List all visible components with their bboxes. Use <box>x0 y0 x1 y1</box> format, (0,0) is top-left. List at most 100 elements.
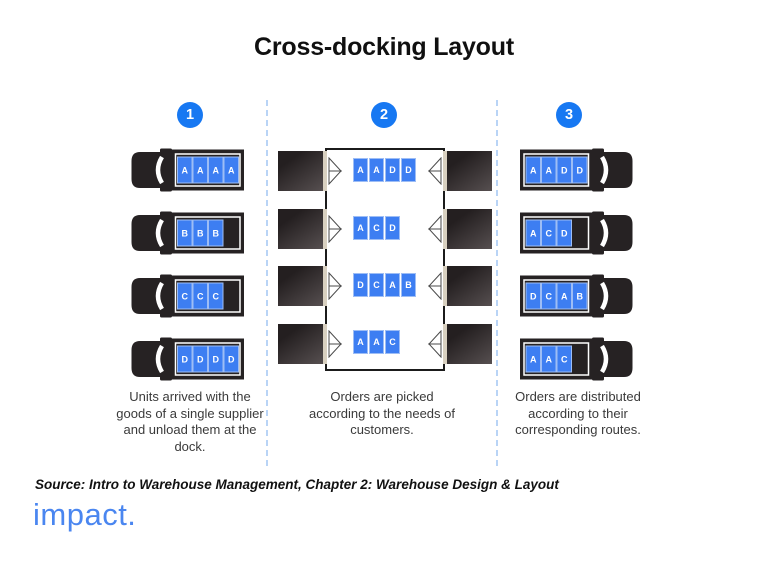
svg-text:D: D <box>228 354 235 364</box>
cargo-box: C <box>385 330 400 354</box>
dock-door-icon <box>427 156 442 186</box>
cargo-box: A <box>385 273 400 297</box>
docked-trailer <box>443 209 492 249</box>
step-2-badge: 2 <box>371 102 397 128</box>
docked-trailer <box>443 151 492 191</box>
svg-text:C: C <box>197 291 204 301</box>
dock-door <box>328 156 343 186</box>
svg-text:A: A <box>530 228 537 238</box>
svg-text:D: D <box>577 165 584 175</box>
docked-trailer <box>278 266 327 306</box>
cargo-box: A <box>353 158 368 182</box>
svg-text:A: A <box>213 165 220 175</box>
cargo-box: A <box>353 330 368 354</box>
svg-text:D: D <box>530 291 537 301</box>
cargo-box: C <box>369 273 384 297</box>
docked-trailer <box>278 151 327 191</box>
svg-text:C: C <box>546 228 553 238</box>
impact-logo: impact. <box>33 497 137 532</box>
dock-door <box>427 271 442 301</box>
dock-door-icon <box>328 329 343 359</box>
cargo-box: D <box>385 158 400 182</box>
svg-text:D: D <box>561 165 568 175</box>
svg-text:B: B <box>182 228 189 238</box>
page-title: Cross-docking Layout <box>254 33 514 61</box>
svg-text:A: A <box>546 165 553 175</box>
svg-text:A: A <box>530 165 537 175</box>
dock-door-icon <box>328 214 343 244</box>
svg-text:B: B <box>197 228 204 238</box>
dock-door-icon <box>427 329 442 359</box>
dock-door <box>328 329 343 359</box>
svg-text:C: C <box>182 291 189 301</box>
svg-text:D: D <box>197 354 204 364</box>
dock-door <box>328 271 343 301</box>
dock-door <box>427 156 442 186</box>
cargo-box: D <box>401 158 416 182</box>
dock-door <box>427 214 442 244</box>
svg-text:B: B <box>577 291 584 301</box>
svg-text:C: C <box>213 291 220 301</box>
cargo-box: C <box>369 216 384 240</box>
step-3-badge: 3 <box>556 102 582 128</box>
svg-text:D: D <box>213 354 220 364</box>
svg-text:D: D <box>182 354 189 364</box>
svg-text:C: C <box>546 291 553 301</box>
source-note: Source: Intro to Warehouse Management, C… <box>35 477 559 492</box>
step-1-description: Units arrived with the goods of a single… <box>116 389 264 454</box>
svg-text:A: A <box>546 354 553 364</box>
svg-text:A: A <box>197 165 204 175</box>
cargo-box: D <box>385 216 400 240</box>
docked-trailer <box>278 324 327 364</box>
svg-text:A: A <box>182 165 189 175</box>
column-divider-left <box>266 100 268 466</box>
svg-text:A: A <box>561 291 568 301</box>
cargo-box: A <box>369 330 384 354</box>
docked-trailer <box>443 266 492 306</box>
dock-door <box>427 329 442 359</box>
cargo-box: A <box>353 216 368 240</box>
step-1-badge: 1 <box>177 102 203 128</box>
cargo-box: B <box>401 273 416 297</box>
svg-text:B: B <box>213 228 220 238</box>
docked-trailer <box>278 209 327 249</box>
dock-door-icon <box>427 271 442 301</box>
dock-door-icon <box>328 271 343 301</box>
step-2-description: Orders are picked according to the needs… <box>309 389 455 438</box>
dock-door-icon <box>328 156 343 186</box>
svg-text:A: A <box>530 354 537 364</box>
column-divider-right <box>496 100 498 466</box>
svg-text:A: A <box>228 165 235 175</box>
docked-trailer <box>443 324 492 364</box>
step-3-description: Orders are distributed according to thei… <box>515 389 641 438</box>
cargo-box: D <box>353 273 368 297</box>
cargo-box: A <box>369 158 384 182</box>
dock-door <box>328 214 343 244</box>
svg-text:C: C <box>561 354 568 364</box>
svg-text:D: D <box>561 228 568 238</box>
